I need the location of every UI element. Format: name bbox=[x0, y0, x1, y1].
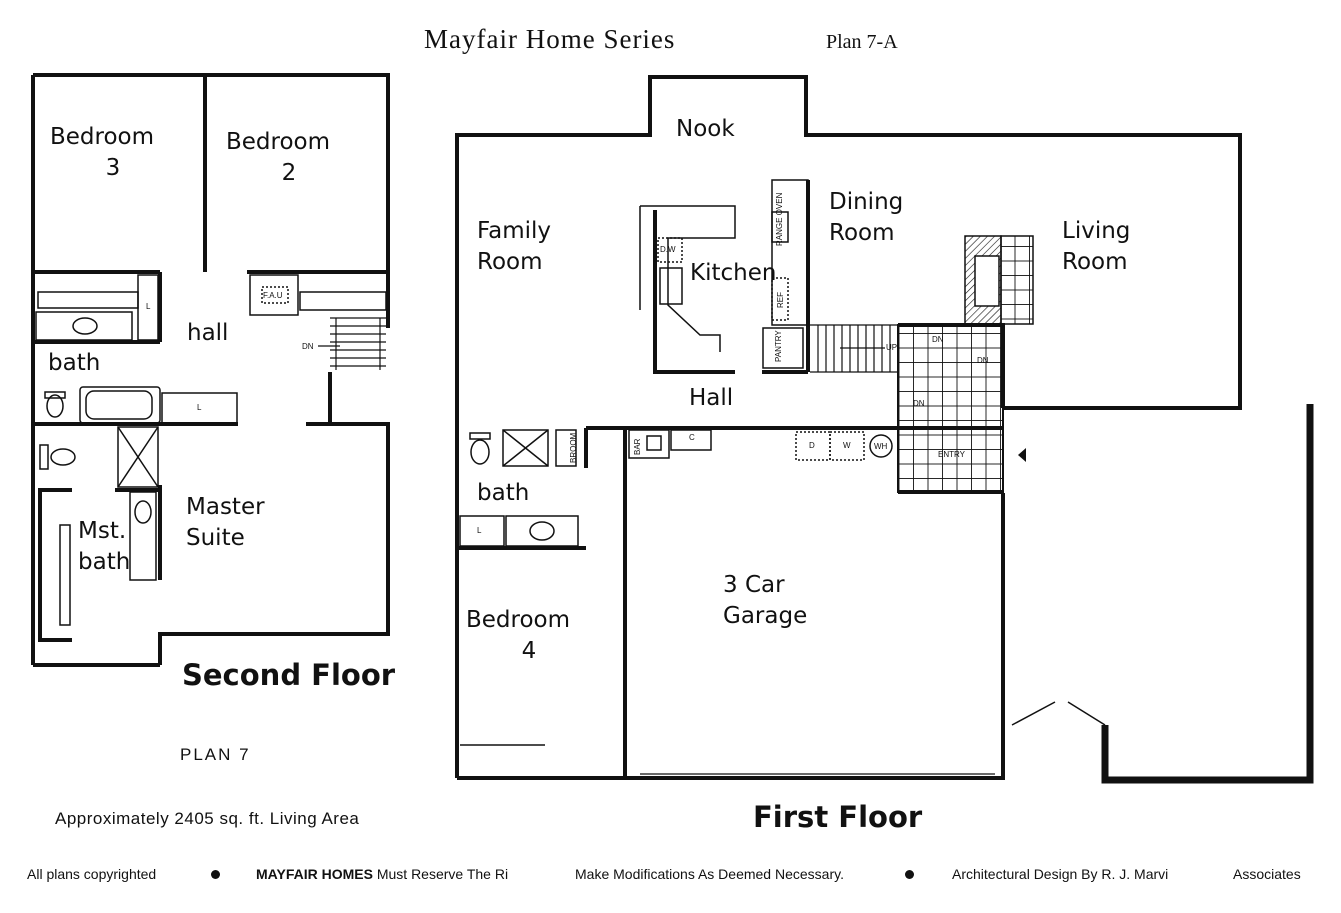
second-floor-walls bbox=[31, 73, 390, 667]
plan-label: PLAN 7 bbox=[180, 745, 251, 764]
second-floor-fixtures bbox=[35, 274, 387, 626]
room-master-bath: Mst. bath bbox=[78, 518, 131, 575]
footer-bullet bbox=[905, 870, 914, 879]
living-area-note: Approximately 2405 sq. ft. Living Area bbox=[55, 809, 360, 828]
stair-down-label: DN bbox=[913, 399, 925, 408]
room-nook: Nook bbox=[676, 116, 735, 142]
room-bedroom-2: Bedroom 2 bbox=[226, 129, 331, 186]
dryer-label: D bbox=[809, 441, 815, 450]
entry-arrow-icon bbox=[1018, 448, 1026, 462]
room-living-room: Living Room bbox=[1062, 218, 1131, 275]
plan-code: Plan 7-A bbox=[826, 31, 898, 53]
closet-label: C bbox=[689, 433, 695, 442]
footer-reserve-text: Must Reserve The Ri bbox=[376, 866, 509, 882]
dishwasher-label: D.W bbox=[660, 245, 676, 254]
room-bath-upper: bath bbox=[48, 350, 101, 376]
pantry-label: PANTRY bbox=[774, 330, 783, 362]
linen-closet-label: L bbox=[477, 526, 482, 535]
first-floor-fixtures bbox=[459, 179, 1106, 775]
room-master-suite: Master Suite bbox=[186, 494, 265, 551]
footer-design: Architectural Design By R. J. Marvi bbox=[952, 866, 1169, 882]
room-bath-lower: bath bbox=[477, 480, 530, 506]
first-floor-title: First Floor bbox=[753, 800, 923, 834]
courtyard-wall bbox=[1101, 404, 1314, 784]
second-floor-title: Second Floor bbox=[182, 658, 396, 692]
stair-down-label: DN bbox=[977, 356, 989, 365]
washer-label: W bbox=[843, 441, 851, 450]
stair-down-label: DN bbox=[302, 342, 314, 351]
linen-closet-label: L bbox=[197, 403, 202, 412]
room-hall-upper: hall bbox=[187, 320, 229, 346]
stair-down-label: DN bbox=[932, 335, 944, 344]
room-dining-room: Dining Room bbox=[829, 189, 904, 246]
broom-closet-label: BROOM bbox=[569, 432, 578, 463]
footer-modifications: Make Modifications As Deemed Necessary. bbox=[575, 866, 844, 882]
room-bedroom-4: Bedroom 4 bbox=[466, 607, 571, 664]
footer-copyright: All plans copyrighted bbox=[27, 866, 157, 882]
entry-label: ENTRY bbox=[938, 450, 965, 459]
footer-reserve: MAYFAIR HOMES Must Reserve The Ri bbox=[256, 866, 508, 882]
entry-tile-floor bbox=[897, 324, 1004, 493]
footer-bullet bbox=[211, 870, 220, 879]
footer-brand: MAYFAIR HOMES bbox=[256, 866, 373, 882]
room-hall-lower: Hall bbox=[689, 385, 734, 411]
refrigerator-label: REF bbox=[776, 292, 785, 308]
bar-label: BAR bbox=[633, 438, 642, 455]
room-bedroom-3: Bedroom 3 bbox=[50, 124, 155, 181]
water-heater-label: WH bbox=[874, 442, 888, 451]
stair-up-label: UP bbox=[886, 343, 898, 352]
room-family-room: Family Room bbox=[477, 218, 552, 275]
footer-associates: Associates bbox=[1233, 866, 1301, 882]
room-garage: 3 Car Garage bbox=[723, 572, 808, 629]
linen-closet-label: L bbox=[146, 302, 151, 311]
range-oven-label: RANGE OVEN bbox=[775, 192, 784, 246]
room-kitchen: Kitchen bbox=[690, 260, 777, 286]
first-floor-walls bbox=[455, 75, 1242, 780]
series-title: Mayfair Home Series bbox=[424, 24, 676, 54]
fau-label: F.A.U bbox=[263, 291, 283, 300]
